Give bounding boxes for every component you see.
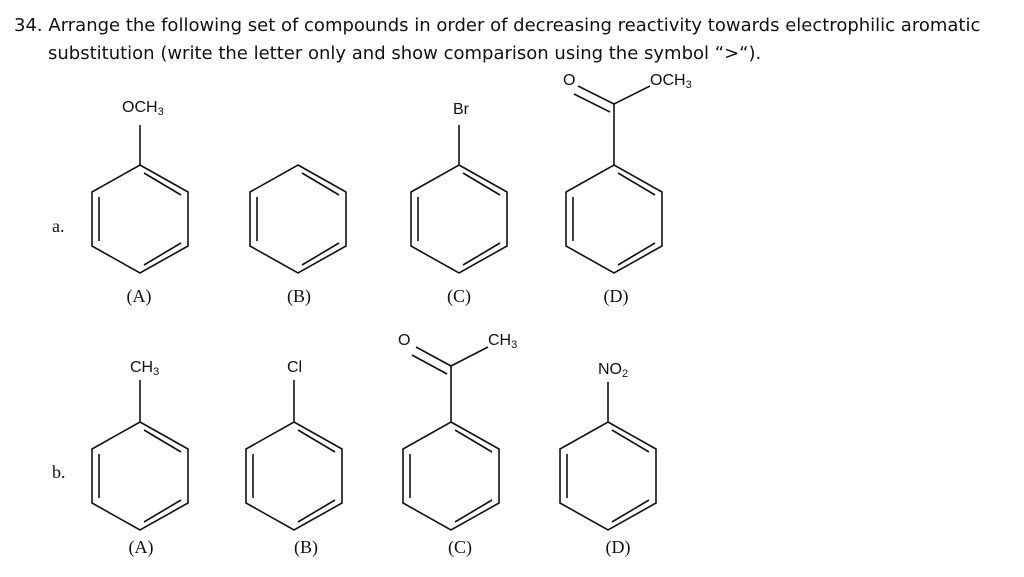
row-a-caption-c: (C) (447, 286, 471, 306)
row-b-b-substituent: Cl (287, 359, 302, 377)
row-b-compound-b-structure (245, 380, 343, 531)
question-line-1: 34. Arrange the following set of compoun… (14, 12, 1014, 40)
row-a-c-substituent: Br (453, 101, 469, 119)
row-a-a-subscript: 3 (157, 106, 164, 118)
row-a-compound-d-structure (565, 85, 663, 274)
row-a-compound-c-structure (410, 125, 508, 274)
row-a-caption-d: (D) (603, 286, 629, 306)
question-text: 34. Arrange the following set of compoun… (14, 12, 1014, 68)
row-a-c-substituent-text: Br (453, 101, 469, 118)
row-b-a-substituent-text: CH (130, 359, 154, 376)
row-b-d-subscript: 2 (622, 368, 629, 380)
row-a-label: a. (52, 216, 65, 236)
question-line-2: substitution (write the letter only and … (48, 43, 762, 64)
row-b-c-subscript: 3 (511, 339, 518, 351)
row-b-caption-c: (C) (448, 537, 472, 557)
row-a-caption-a: (A) (126, 286, 152, 306)
row-a-d-substituent: OCH3 (650, 72, 692, 91)
row-b-b-substituent-text: Cl (287, 359, 303, 376)
question-line-1-text: Arrange the following set of compounds i… (48, 15, 981, 36)
row-a-d-subscript: 3 (685, 79, 692, 91)
row-b-d-substituent: NO2 (598, 361, 628, 380)
row-b-compound-c-structure (402, 346, 500, 531)
row-a-caption-b: (B) (287, 286, 311, 306)
question-number: 34. (14, 15, 43, 36)
row-a-a-substituent-text: OCH (122, 99, 158, 116)
row-b-caption-b: (B) (294, 537, 318, 557)
row-b-label: b. (52, 462, 66, 482)
row-b-c-carbonyl-oxygen: O (398, 332, 411, 349)
row-a-compound-a-structure (91, 125, 189, 274)
row-b-caption-a: (A) (128, 537, 154, 557)
row-b-a-substituent: CH3 (130, 359, 159, 378)
row-b-compound-a-structure (91, 380, 189, 531)
row-b-c-substituent: CH3 (488, 332, 517, 351)
row-a-d-carbonyl-oxygen: O (563, 72, 576, 89)
row-b-compound-d-structure (559, 382, 657, 531)
row-b-c-substituent-text: CH (488, 332, 512, 349)
row-b-d-substituent-text: NO (598, 361, 622, 378)
row-a-d-substituent-text: OCH (650, 72, 686, 89)
row-a-compound-b-structure (249, 164, 347, 274)
row-a-a-substituent: OCH3 (122, 99, 164, 118)
row-b-a-subscript: 3 (153, 366, 160, 378)
row-b-caption-d: (D) (605, 537, 631, 557)
